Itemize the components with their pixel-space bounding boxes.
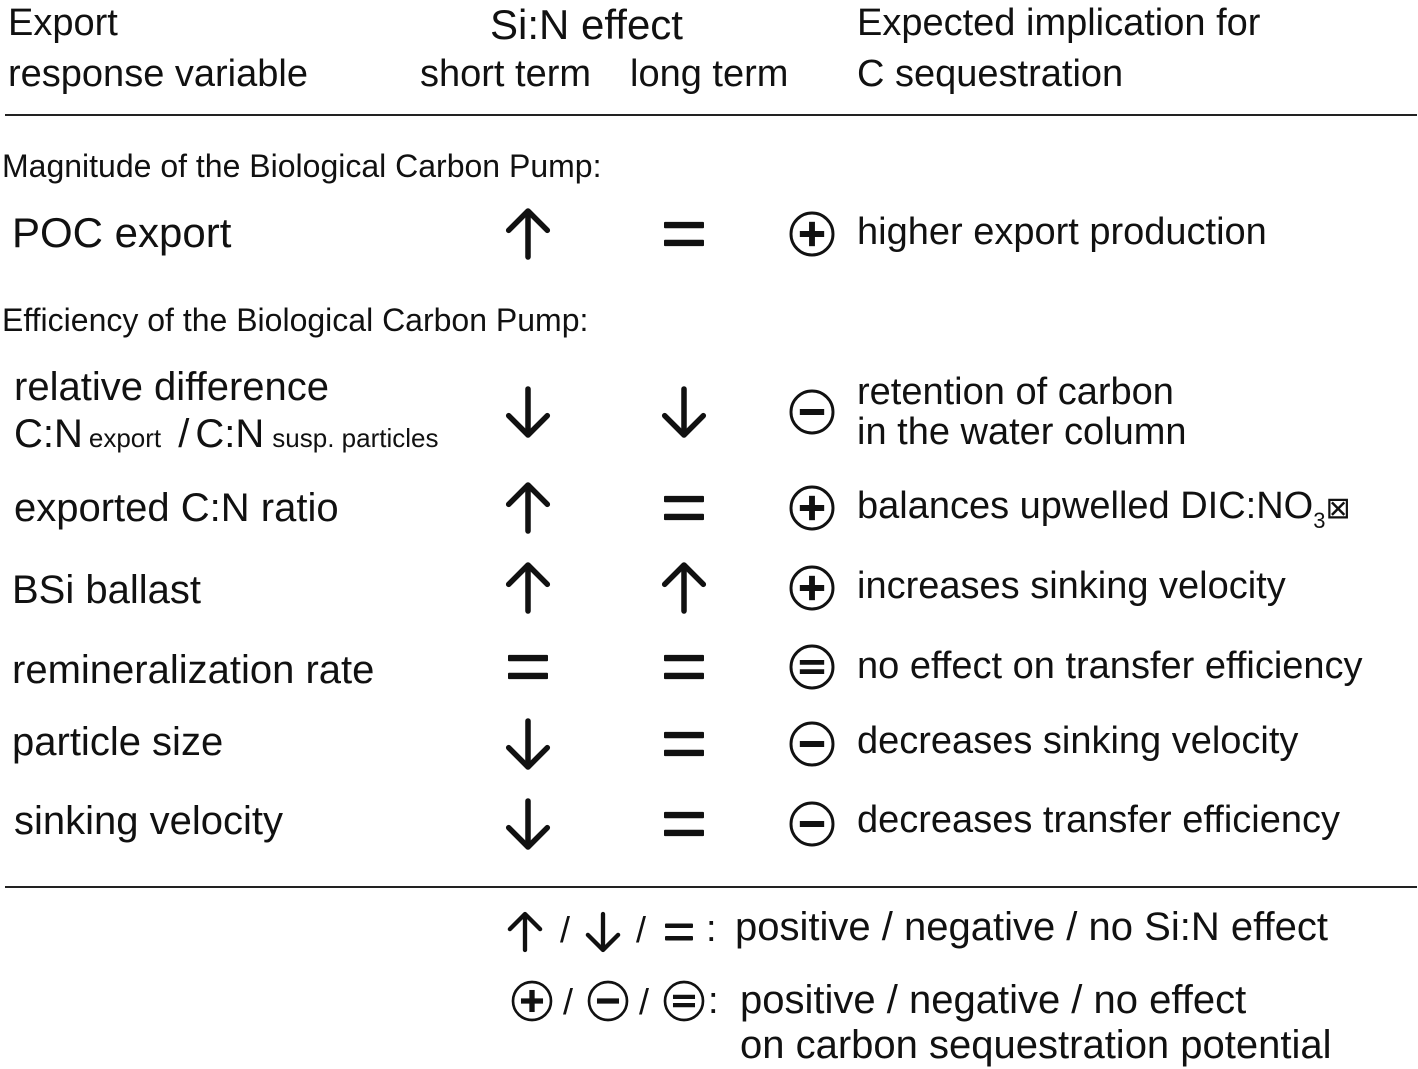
cn-separator: / [178,412,190,456]
row-variable-poc-export: POC export [12,209,232,256]
row5-long-term-equal-icon [664,731,704,757]
header-expected-implication: Expected implication for [857,2,1261,44]
row6-short-term-down-arrow-icon [505,798,551,850]
row1-sign-minus-icon [789,389,835,435]
cn-export-label: C:N [14,412,83,456]
row2-sign-plus-icon [789,485,835,531]
row-variable-remineralization: remineralization rate [12,648,375,692]
legend-arrows-text: positive / negative / no Si:N effect [735,905,1328,949]
row2-short-term-up-arrow-icon [505,482,551,534]
legend-up-arrow-icon [507,911,543,953]
row3-sign-plus-icon [789,565,835,611]
row5-short-term-down-arrow-icon [505,718,551,770]
cn-susp-subscript: susp. particles [272,423,439,453]
legend-sign-colon: : [708,980,719,1022]
cn-susp-label: C:N [195,412,265,456]
row4-short-term-equal-icon [508,654,548,680]
row0-short-term-up-arrow-icon [505,208,551,260]
header-long-term: long term [630,53,789,95]
row-variable-exported-cn: exported C:N ratio [14,486,339,530]
row1-long-term-down-arrow-icon [661,386,707,438]
section-efficiency: Efficiency of the Biological Carbon Pump… [2,302,589,338]
row-implication-retention-line1: retention of carbon [857,371,1174,413]
top-rule [5,114,1417,116]
legend-arrow-sep-1: / [560,909,571,950]
row6-sign-minus-icon [789,801,835,847]
bottom-rule [5,886,1417,888]
row-variable-bsi-ballast: BSi ballast [12,568,201,612]
header-c-sequestration: C sequestration [857,53,1124,95]
row4-sign-equal-icon [789,644,835,690]
row-implication-poc-export: higher export production [857,211,1267,253]
row-implication-increases-sinking: increases sinking velocity [857,565,1286,607]
legend-equal-sign-icon [663,980,705,1022]
legend-plus-sign-icon [511,980,553,1022]
row-variable-particle-size: particle size [12,720,224,764]
missing-glyph: ⊠ [1325,492,1351,525]
legend-arrow-sep-2: / [636,909,647,950]
row-implication-retention-line2: in the water column [857,411,1187,453]
row0-long-term-equal-icon [664,221,704,247]
row0-sign-plus-icon [789,211,835,257]
row5-sign-minus-icon [789,721,835,767]
row-variable-relative-difference: relative difference [14,365,329,409]
row-implication-no-effect-transfer: no effect on transfer efficiency [857,645,1363,687]
legend-sign-sep-2: / [639,981,650,1022]
legend-arrow-colon: : [706,908,717,950]
legend-sign-sep-1: / [563,981,574,1022]
row2-long-term-equal-icon [664,495,704,521]
row6-long-term-equal-icon [664,811,704,837]
legend-signs-text-line1: positive / negative / no effect [740,978,1247,1022]
legend-signs-text-line2: on carbon sequestration potential [740,1023,1332,1067]
header-sin-effect: Si:N effect [490,1,683,48]
row4-long-term-equal-icon [664,654,704,680]
row-variable-sinking-velocity: sinking velocity [14,799,284,843]
legend-minus-sign-icon [587,980,629,1022]
balances-text: balances upwelled DIC:NO [857,485,1314,527]
cn-export-subscript: export [88,423,162,453]
legend-equal-icon [665,923,693,941]
row-implication-balances: balances upwelled DIC:NO3⊠ [857,487,1351,532]
legend-down-arrow-icon [585,911,621,953]
row3-long-term-up-arrow-icon [661,562,707,614]
section-magnitude: Magnitude of the Biological Carbon Pump: [2,148,602,184]
row-implication-decreases-sinking: decreases sinking velocity [857,720,1299,762]
row3-short-term-up-arrow-icon [505,562,551,614]
header-export: Export [8,2,118,44]
header-response-variable: response variable [8,53,308,95]
row1-short-term-down-arrow-icon [505,386,551,438]
header-short-term: short term [420,53,592,95]
no3-subscript: 3 [1313,508,1326,533]
row-implication-decreases-transfer: decreases transfer efficiency [857,799,1340,841]
